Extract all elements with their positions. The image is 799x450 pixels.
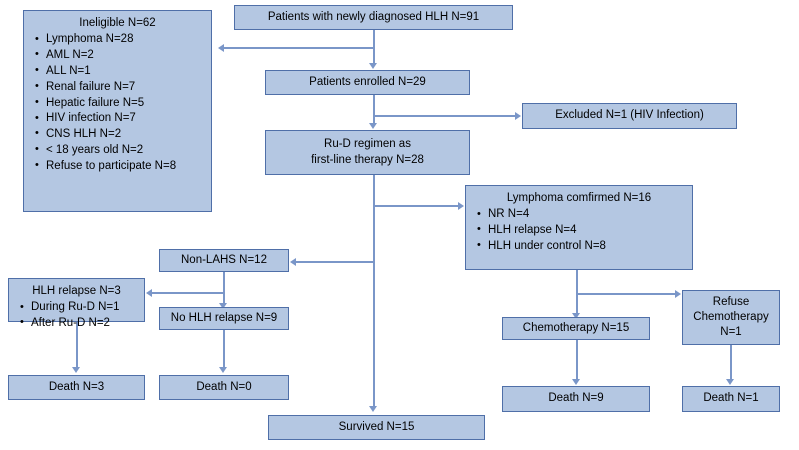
node-death-chemo[interactable]: Death N=9 xyxy=(502,386,650,412)
node-chemotherapy[interactable]: Chemotherapy N=15 xyxy=(502,317,650,340)
list-item: Hepatic failure N=5 xyxy=(35,95,221,111)
node-survived-title: Survived N=15 xyxy=(338,420,415,433)
arrowhead-lymphoma-to-refuse xyxy=(675,290,681,298)
arrowhead-norelapse-to-death0 xyxy=(219,367,227,373)
node-non-lahs-title: Non-LAHS N=12 xyxy=(181,253,267,266)
connector-refuse-to-death1 xyxy=(730,345,732,380)
node-refuse-chemotherapy[interactable]: Refuse Chemotherapy N=1 xyxy=(682,290,780,345)
connector-enrolled-to-rud xyxy=(373,95,375,124)
list-item: HLH relapse N=4 xyxy=(477,222,702,239)
arrowhead-rud-to-nonlahs xyxy=(290,258,296,266)
list-item: CNS HLH N=2 xyxy=(35,126,221,143)
node-death-relapse[interactable]: Death N=3 xyxy=(8,375,145,400)
node-refuse-chemotherapy-line1: Refuse xyxy=(712,295,750,308)
node-refuse-chemotherapy-line2: Chemotherapy xyxy=(693,310,769,323)
node-excluded-title: Excluded N=1 (HIV Infection) xyxy=(555,109,704,122)
arrowhead-nonlahs-to-relapse xyxy=(146,289,152,297)
node-no-hlh-relapse[interactable]: No HLH relapse N=9 xyxy=(159,307,289,330)
node-ineligible[interactable]: Ineligible N=62 Lymphoma N=28 AML N=2 AL… xyxy=(23,10,212,212)
arrowhead-lymphoma-to-chemo xyxy=(572,313,580,319)
connector-lymphoma-to-chemo xyxy=(576,270,578,314)
node-hlh-relapse-list: During Ru-D N=1 After Ru-D N=2 xyxy=(15,300,154,332)
node-excluded[interactable]: Excluded N=1 (HIV Infection) xyxy=(522,103,737,129)
node-diagnosed-title: Patients with newly diagnosed HLH N=91 xyxy=(267,10,480,23)
node-death-no-relapse-title: Death N=0 xyxy=(196,380,252,393)
node-ineligible-list: Lymphoma N=28 AML N=2 ALL N=1 Renal fail… xyxy=(30,32,221,174)
list-item: After Ru-D N=2 xyxy=(20,315,154,332)
node-no-hlh-relapse-title: No HLH relapse N=9 xyxy=(170,311,278,324)
arrowhead-diagnosed-to-ineligible xyxy=(218,44,224,52)
node-death-chemo-title: Death N=9 xyxy=(548,392,604,405)
node-enrolled[interactable]: Patients enrolled N=29 xyxy=(265,70,470,95)
arrowhead-relapse-to-death3 xyxy=(72,367,80,373)
list-item: During Ru-D N=1 xyxy=(20,300,154,316)
node-survived[interactable]: Survived N=15 xyxy=(268,415,485,440)
node-rud-regimen-line1: Ru-D regimen as xyxy=(324,138,411,151)
list-item: AML N=2 xyxy=(35,47,221,64)
list-item: Refuse to participate N=8 xyxy=(35,158,221,174)
arrowhead-diagnosed-to-enrolled xyxy=(369,63,377,69)
node-diagnosed[interactable]: Patients with newly diagnosed HLH N=91 xyxy=(234,5,513,30)
arrowhead-rud-to-lymphoma xyxy=(458,202,464,210)
arrowhead-enrolled-to-excluded xyxy=(515,112,521,120)
connector-rud-to-nonlahs xyxy=(296,261,374,263)
node-lymphoma-confirmed-list: NR N=4 HLH relapse N=4 HLH under control… xyxy=(472,207,702,254)
node-chemotherapy-title: Chemotherapy N=15 xyxy=(522,321,630,334)
list-item: ALL N=1 xyxy=(35,63,221,80)
arrowhead-refuse-to-death1 xyxy=(726,379,734,385)
connector-norelapse-to-death0 xyxy=(223,330,225,368)
connector-chemo-to-death9 xyxy=(576,340,578,380)
arrowhead-chemo-to-death9 xyxy=(572,379,580,385)
list-item: Renal failure N=7 xyxy=(35,79,221,95)
connector-nonlahs-to-relapse xyxy=(152,292,224,294)
connector-enrolled-to-excluded xyxy=(374,115,516,117)
node-refuse-chemotherapy-line3: N=1 xyxy=(720,326,742,339)
list-item: HIV infection N=7 xyxy=(35,111,221,127)
list-item: < 18 years old N=2 xyxy=(35,142,221,159)
connector-rud-to-lymphoma xyxy=(374,205,459,207)
node-death-relapse-title: Death N=3 xyxy=(48,380,105,393)
arrowhead-rud-to-survived xyxy=(369,406,377,412)
node-death-no-relapse[interactable]: Death N=0 xyxy=(159,375,289,400)
arrowhead-nonlahs-to-norelapse xyxy=(219,303,227,309)
list-item: NR N=4 xyxy=(477,207,702,223)
connector-relapse-to-death3 xyxy=(76,322,78,368)
connector-diagnosed-to-ineligible xyxy=(224,47,374,49)
connector-lymphoma-to-refuse xyxy=(577,293,676,295)
node-lymphoma-confirmed-title: Lymphoma comfirmed N=16 xyxy=(506,192,652,204)
node-rud-regimen-line2: first-line therapy N=28 xyxy=(311,153,424,166)
connector-rud-to-survived xyxy=(373,175,375,407)
list-item: Lymphoma N=28 xyxy=(35,32,221,48)
arrowhead-enrolled-to-rud xyxy=(369,123,377,129)
node-hlh-relapse[interactable]: HLH relapse N=3 During Ru-D N=1 After Ru… xyxy=(8,278,145,330)
node-hlh-relapse-title: HLH relapse N=3 xyxy=(32,285,121,297)
node-lymphoma-confirmed[interactable]: Lymphoma comfirmed N=16 NR N=4 HLH relap… xyxy=(465,185,693,270)
node-ineligible-title: Ineligible N=62 xyxy=(79,17,156,29)
node-enrolled-title: Patients enrolled N=29 xyxy=(309,75,426,88)
node-rud-regimen[interactable]: Ru-D regimen as first-line therapy N=28 xyxy=(265,130,470,175)
node-death-refuse[interactable]: Death N=1 xyxy=(682,386,780,412)
connector-nonlahs-to-norelapse xyxy=(223,272,225,304)
node-non-lahs[interactable]: Non-LAHS N=12 xyxy=(159,249,289,272)
node-death-refuse-title: Death N=1 xyxy=(703,392,759,405)
list-item: HLH under control N=8 xyxy=(477,238,702,255)
